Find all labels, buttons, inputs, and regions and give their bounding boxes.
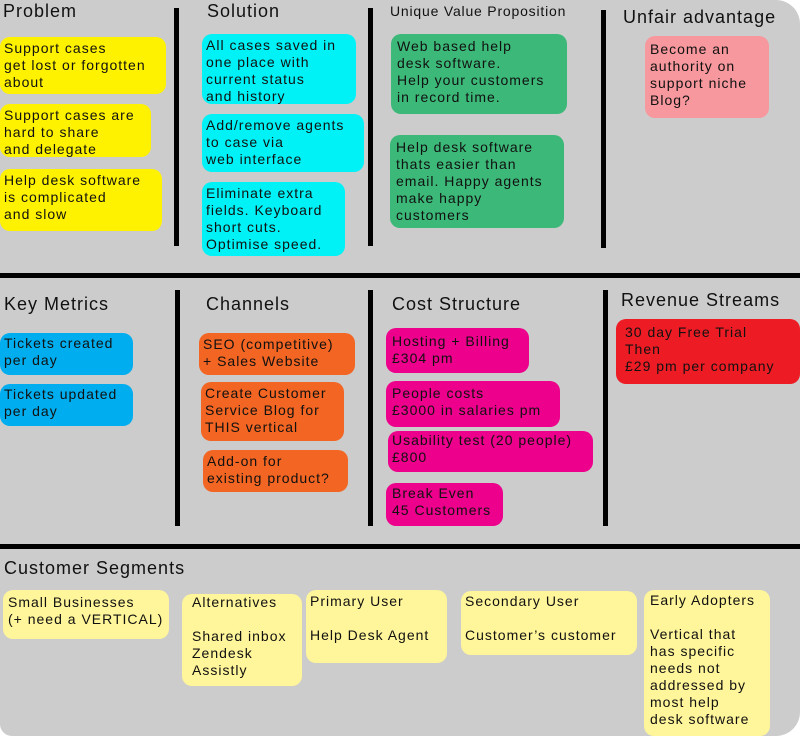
cost-structure-note[interactable]: Hosting + Billing £304 pm <box>386 328 529 373</box>
cost-structure-note[interactable]: Usability test (20 people) £800 <box>388 431 593 472</box>
problem-note[interactable]: Help desk software is complicated and sl… <box>0 169 162 231</box>
problem-heading: Problem <box>3 1 78 21</box>
customer-segments-note[interactable]: Primary User Help Desk Agent <box>306 590 447 663</box>
cost-structure-note[interactable]: People costs £3000 in salaries pm <box>386 381 560 427</box>
customer-segments-note[interactable]: Secondary User Customer’s customer <box>461 591 637 655</box>
solution-heading: Solution <box>207 1 281 21</box>
channels-heading: Channels <box>206 294 291 314</box>
solution-note[interactable]: All cases saved in one place with curren… <box>202 34 356 104</box>
divider-channels-cost <box>368 290 373 526</box>
uvp-note[interactable]: Help desk software thats easier than ema… <box>390 135 564 228</box>
key-metrics-note[interactable]: Tickets updated per day <box>0 384 133 426</box>
solution-note[interactable]: Add/remove agents to case via web interf… <box>202 114 364 172</box>
unfair-advantage-heading: Unfair advantage <box>623 7 777 27</box>
unfair-advantage-note[interactable]: Become an authority on support niche Blo… <box>645 36 769 118</box>
channels-note[interactable]: Create Customer Service Blog for THIS ve… <box>201 382 344 441</box>
cost-structure-heading: Cost Structure <box>392 294 522 314</box>
customer-segments-heading: Customer Segments <box>4 558 186 578</box>
divider-cost-revenue <box>603 290 608 526</box>
solution-note[interactable]: Eliminate extra fields. Keyboard short c… <box>202 182 345 256</box>
customer-segments-note[interactable]: Small Businesses (+ need a VERTICAL) <box>3 590 169 639</box>
customer-segments-note[interactable]: Early Adopters Vertical that has specifi… <box>644 590 770 736</box>
customer-segments-note[interactable]: Alternatives Shared inbox Zendesk Assist… <box>182 594 302 686</box>
channels-note[interactable]: SEO (competitive) + Sales Website <box>199 333 355 375</box>
divider-top-middle <box>0 273 800 278</box>
problem-note[interactable]: Support cases are hard to share and dele… <box>0 104 151 157</box>
uvp-note[interactable]: Web based help desk software. Help your … <box>391 34 567 114</box>
uvp-heading: Unique Value Proposition <box>390 3 567 19</box>
divider-problem-solution <box>174 8 179 246</box>
key-metrics-heading: Key Metrics <box>4 294 110 314</box>
channels-note[interactable]: Add-on for existing product? <box>203 450 348 492</box>
revenue-streams-note[interactable]: 30 day Free Trial Then £29 pm per compan… <box>616 319 800 384</box>
problem-note[interactable]: Support cases get lost or forgotten abou… <box>0 37 166 94</box>
divider-middle-bottom <box>0 544 800 549</box>
divider-solution-uvp <box>368 8 373 246</box>
key-metrics-note[interactable]: Tickets created per day <box>0 333 133 375</box>
divider-uvp-unfair <box>601 10 606 248</box>
revenue-streams-heading: Revenue Streams <box>621 290 781 310</box>
divider-metrics-channels <box>175 290 180 526</box>
cost-structure-note[interactable]: Break Even 45 Customers <box>386 483 503 526</box>
